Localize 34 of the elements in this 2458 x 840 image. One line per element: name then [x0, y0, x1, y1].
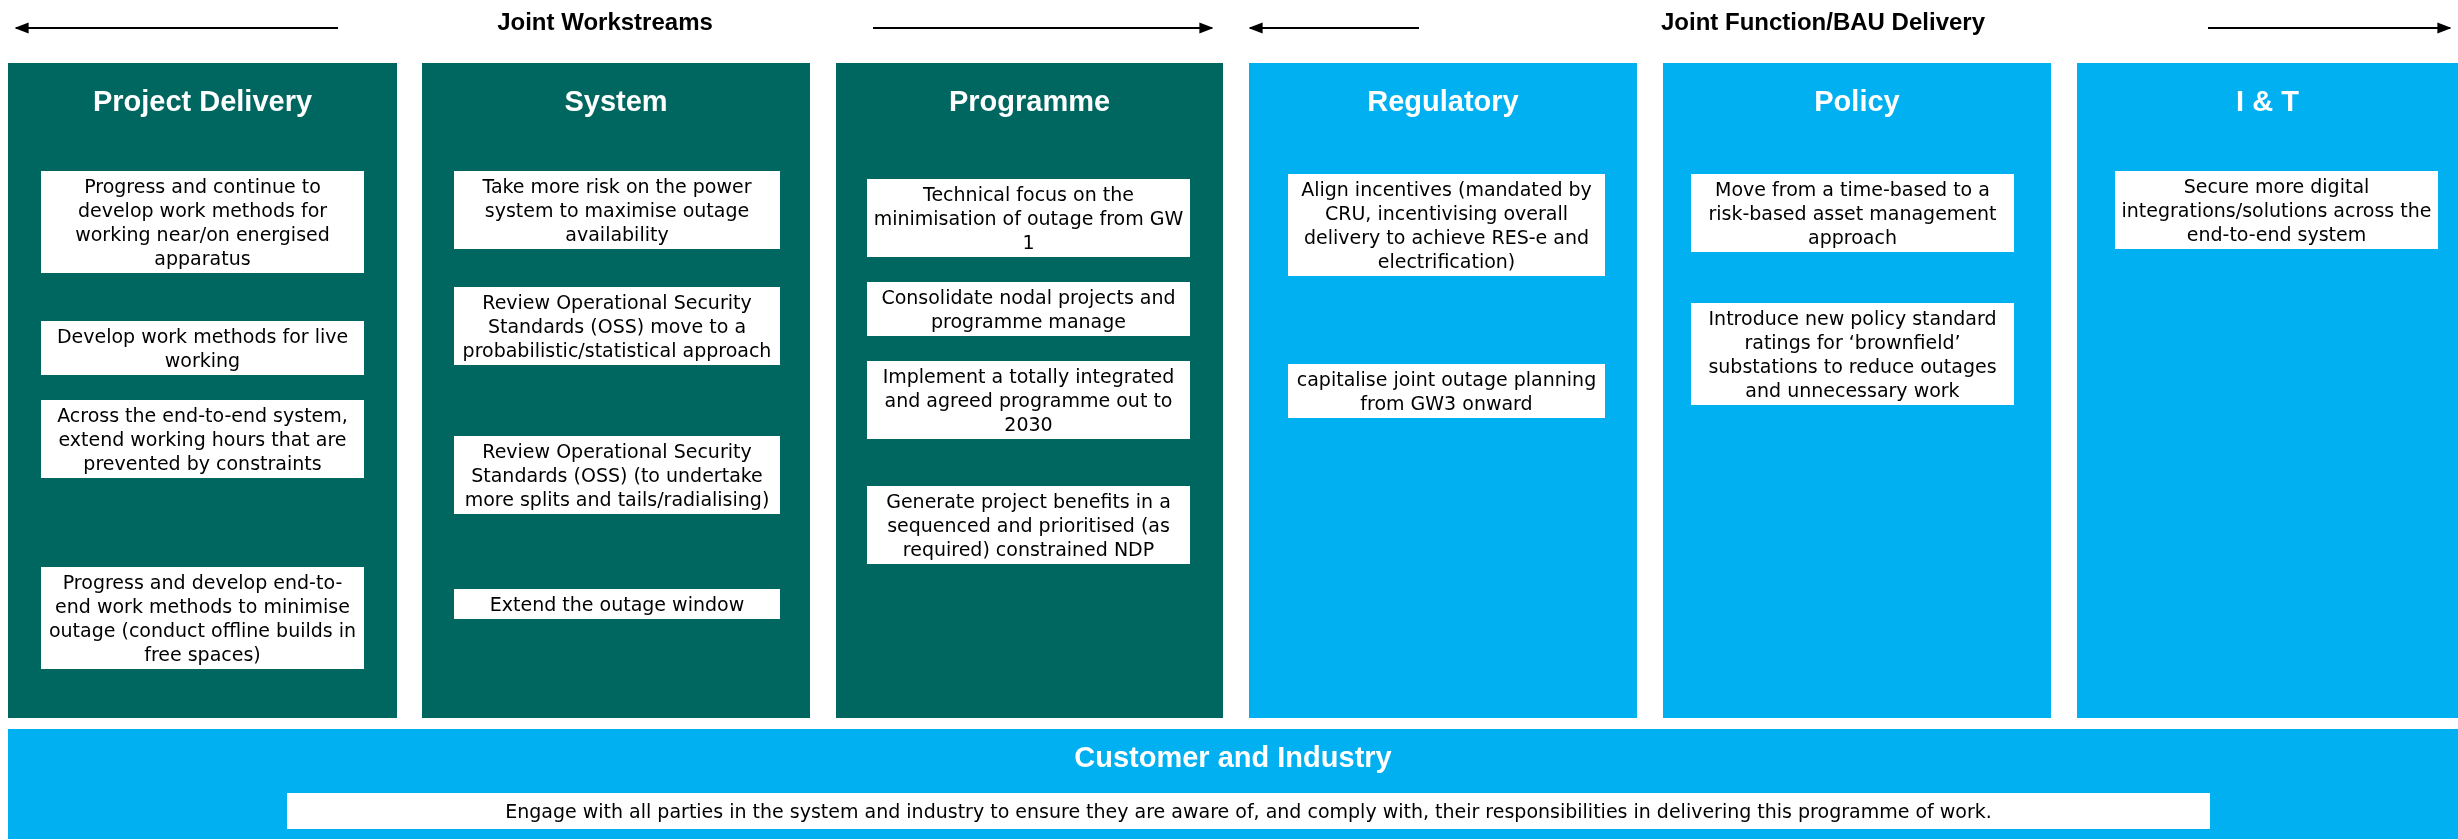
section-heading: Joint Workstreams [497, 8, 713, 36]
text-box: Generate project benefits in a sequenced and prioritised (as required) constrained NDP [867, 486, 1190, 564]
column-panel [8, 63, 397, 718]
column-panel [422, 63, 810, 718]
text-box: Take more risk on the power system to maximise outage availability [454, 171, 780, 249]
text-box: Across the end-to-end system, extend working hours that are prevented by constraints [41, 400, 364, 478]
column-panel [836, 63, 1223, 718]
column-heading: Project Delivery [91, 85, 314, 118]
text-box: Develop work methods for live working [41, 321, 364, 375]
column-heading: I & T [2235, 85, 2300, 118]
text-box: Review Operational Security Standards (OSS) (to undertake more splits and tails/radialising) [454, 436, 780, 514]
column-heading: Programme [947, 85, 1112, 118]
text-box: Technical focus on the minimisation of outage from GW 1 [867, 179, 1190, 257]
column-heading: Regulatory [1366, 85, 1520, 118]
text-box: Progress and continue to develop work methods for working near/on energised apparatus [41, 171, 364, 273]
column-panel [1249, 63, 1637, 718]
column-heading: Customer and Industry [1073, 741, 1393, 774]
text-box: Introduce new policy standard ratings for ‘brownfield’ substations to reduce outages and unnecessary work [1691, 303, 2014, 405]
text-box: Align incentives (mandated by CRU, incentivising overall delivery to achieve RES-e and electrification) [1288, 174, 1605, 276]
text-box: Implement a totally integrated and agreed programme out to 2030 [867, 361, 1190, 439]
text-box: Secure more digital integrations/solutions across the end-to-end system [2115, 171, 2438, 249]
text-box: Progress and develop end-to-end work methods to minimise outage (conduct offline builds in free spaces) [41, 567, 364, 669]
text-box: Consolidate nodal projects and programme manage [867, 282, 1190, 336]
column-panel [2077, 63, 2458, 718]
column-heading: System [563, 85, 669, 118]
text-box: Review Operational Security Standards (OSS) move to a probabilistic/statistical approach [454, 287, 780, 365]
text-box: capitalise joint outage planning from GW3 onward [1288, 364, 1605, 418]
column-panel [1663, 63, 2051, 718]
text-box: Extend the outage window [454, 589, 780, 619]
section-heading: Joint Function/BAU Delivery [1661, 8, 1985, 36]
column-heading: Policy [1813, 85, 1901, 118]
text-box: Move from a time-based to a risk-based asset management approach [1691, 174, 2014, 252]
text-box: Engage with all parties in the system and industry to ensure they are aware of, and comply with, their responsibilities in delivering this programme of work. [287, 793, 2210, 829]
column-panel [8, 729, 2458, 839]
